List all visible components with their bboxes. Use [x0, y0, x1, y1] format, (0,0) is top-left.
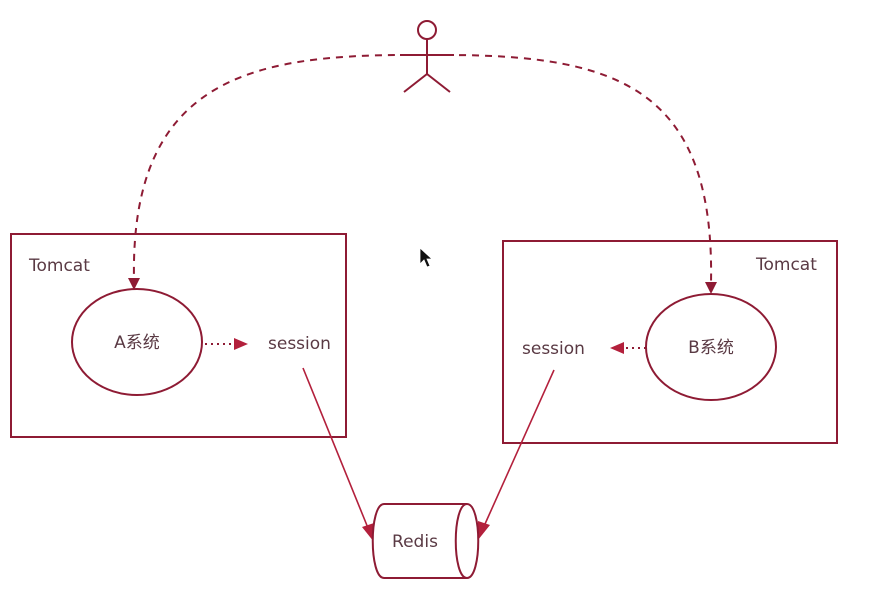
b-system-label: B系统: [688, 338, 734, 358]
right-tomcat-container: Tomcat: [502, 240, 838, 444]
user-figure-icon: [400, 20, 454, 93]
left-tomcat-title: Tomcat: [28, 256, 90, 276]
a-system-node: A系统: [71, 288, 203, 396]
a-system-label: A系统: [114, 333, 160, 353]
redis-label: Redis: [392, 532, 438, 552]
b-system-node: B系统: [645, 293, 777, 401]
b-to-session-arrow: [610, 342, 646, 354]
mouse-pointer-icon: [419, 247, 434, 268]
user-to-a-arrow: [128, 54, 409, 290]
user-to-b-arrow: [445, 54, 717, 294]
right-session-to-redis-arrow: [478, 369, 555, 540]
left-session-to-redis-arrow: [302, 367, 374, 542]
redis-store: Redis: [371, 503, 480, 579]
left-tomcat-container: Tomcat: [10, 233, 347, 438]
left-session-label: session: [268, 334, 331, 354]
right-tomcat-title: Tomcat: [755, 255, 817, 275]
a-to-session-arrow: [205, 338, 248, 350]
right-session-label: session: [522, 339, 585, 359]
